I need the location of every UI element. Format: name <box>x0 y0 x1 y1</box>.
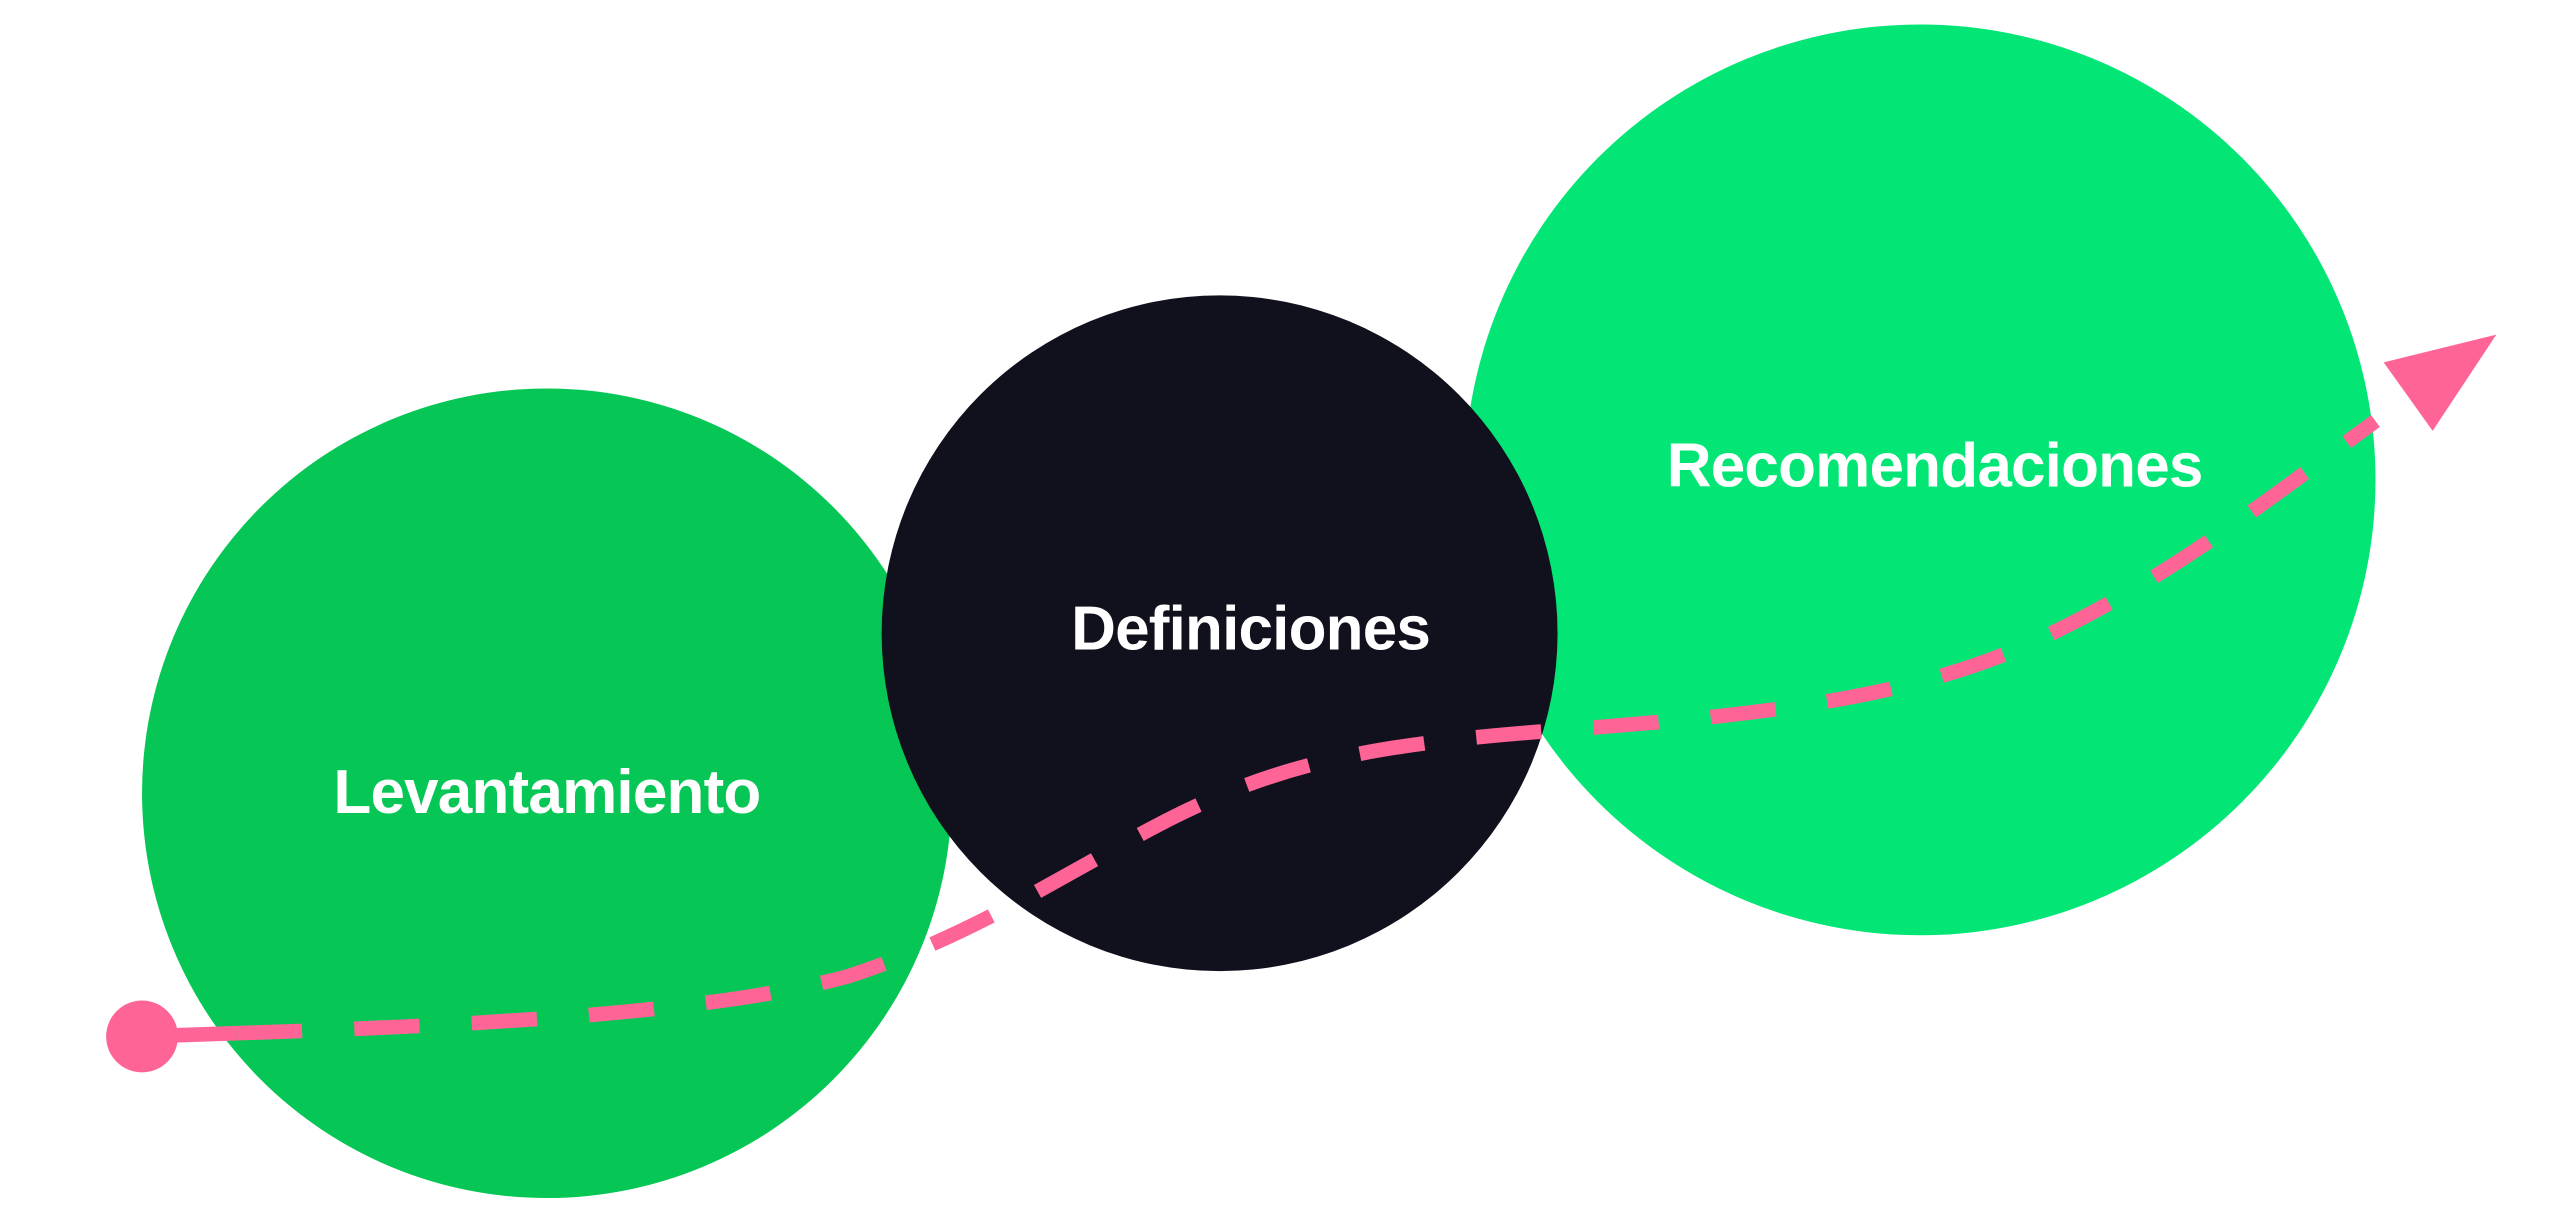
stage-circle-definiciones <box>881 295 1558 972</box>
progress-path-dashed <box>236 415 2380 1041</box>
stage-label-recomendaciones: Recomendaciones <box>1667 431 2203 500</box>
path-arrowhead-icon <box>2383 334 2497 431</box>
stage-circle-recomendaciones <box>1464 24 2376 936</box>
path-start-dot-icon <box>106 1000 178 1073</box>
stage-label-definiciones: Definiciones <box>1071 595 1430 664</box>
stage-label-levantamiento: Levantamiento <box>333 758 760 827</box>
